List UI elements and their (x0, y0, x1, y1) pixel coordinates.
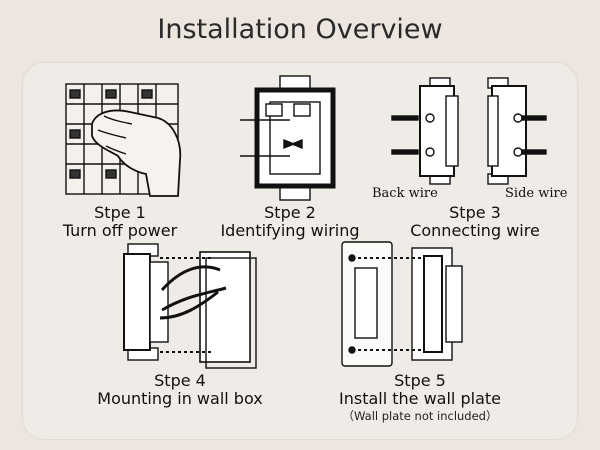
step4-description: Mounting in wall box (97, 389, 263, 408)
step2-description: Identifying wiring (220, 221, 360, 240)
step4-number: Stpe 4 (154, 371, 206, 390)
step2-number: Stpe 2 (264, 203, 316, 222)
step1-description: Turn off power (62, 221, 178, 240)
step3-number: Stpe 3 (449, 203, 501, 222)
hand-on-breaker-icon (65, 83, 182, 197)
step5-note: （Wall plate not included） (342, 409, 498, 423)
side-wire-label: Side wire (505, 186, 568, 201)
switch-terminals-icon (240, 75, 336, 201)
switch-wiring-icon (391, 77, 547, 185)
back-wire-label: Back wire (372, 186, 438, 201)
wall-box-mount-icon (123, 243, 257, 369)
step5-number: Stpe 5 (394, 371, 446, 390)
page-title: Installation Overview (157, 14, 443, 45)
step3-description: Connecting wire (410, 221, 540, 240)
step1-number: Stpe 1 (94, 203, 146, 222)
wall-plate-icon (341, 241, 463, 367)
step5-description: Install the wall plate (339, 389, 501, 408)
